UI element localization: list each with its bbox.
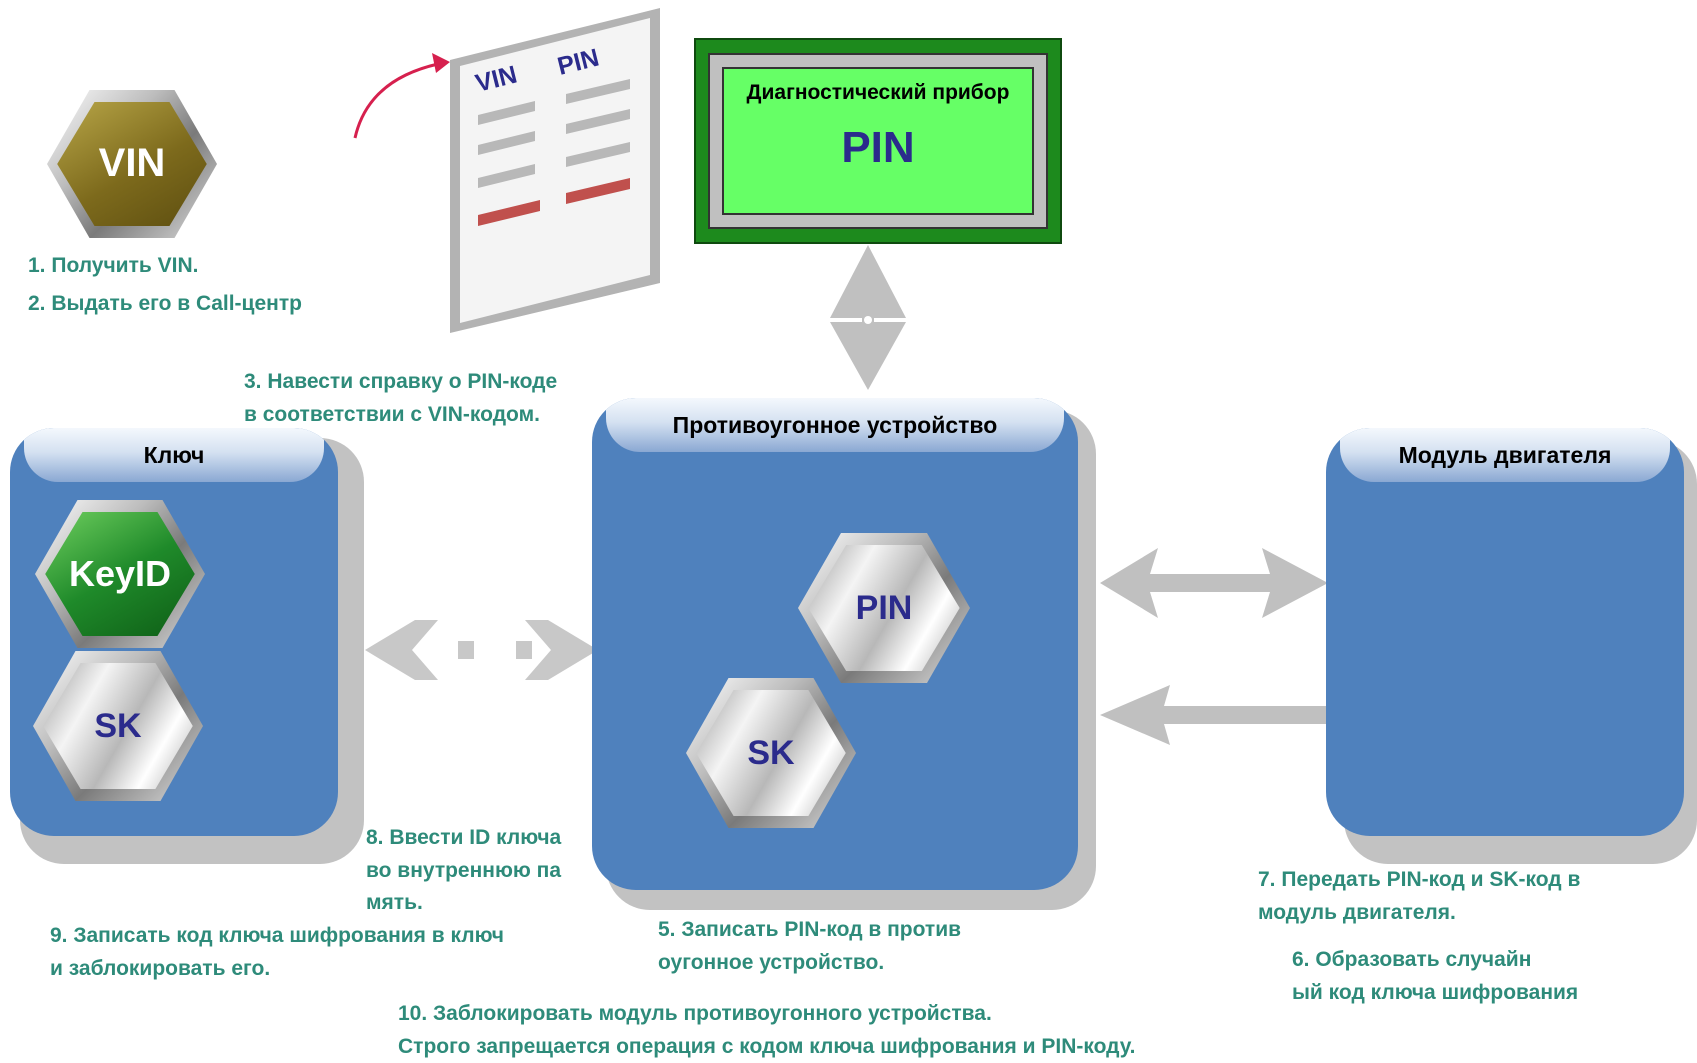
immo-pin-hexagon-label: PIN [808, 545, 960, 671]
device-screen: Диагностический прибор PIN [722, 67, 1034, 215]
immo-pin-hexagon: PIN [798, 533, 970, 683]
key-panel-title: Ключ [24, 428, 324, 482]
step-10-text: 10. Заблокировать модуль противоугонного… [398, 1002, 1136, 1058]
device-frame: Диагностический прибор PIN [708, 53, 1048, 229]
dashed-double-arrow [365, 620, 598, 680]
step-9-text: 9. Записать код ключа шифрования в ключ … [50, 924, 504, 980]
key-sk-hexagon-label: SK [43, 663, 193, 789]
engine-to-immo-arrow [1100, 685, 1328, 745]
step-6-text: 6. Образовать случайн ый код ключа шифро… [1292, 948, 1579, 1004]
red-curved-arrow [353, 62, 439, 139]
keyid-hexagon-label: KeyID [45, 511, 195, 637]
step-3-text: 3. Навести справку о PIN-коде в соответс… [244, 370, 558, 426]
engine-panel-title: Модуль двигателя [1340, 428, 1670, 482]
document-sheet [450, 8, 660, 333]
diagnostic-device: Диагностический прибор PIN [694, 38, 1062, 244]
step-5-text: 5. Записать PIN-код в против оугонное ус… [658, 918, 962, 974]
device-pin-value: PIN [841, 123, 915, 172]
vin-hexagon-label: VIN [57, 101, 207, 227]
device-title: Диагностический прибор [746, 81, 1010, 104]
step-2-text: 2. Выдать его в Call-центр [28, 292, 302, 315]
step-8-text: 8. Ввести ID ключа во внутреннюю па мять… [366, 826, 562, 915]
immo-engine-double-arrow [1100, 548, 1328, 618]
keyid-hexagon: KeyID [35, 500, 205, 648]
arrow-dot [864, 316, 872, 324]
red-arrow-head [432, 53, 450, 73]
step-7-text: 7. Передать PIN-код и SK-код в модуль дв… [1258, 868, 1581, 924]
immo-sk-hexagon-label: SK [696, 690, 846, 816]
immobilizer-panel-title: Противоугонное устройство [606, 398, 1064, 452]
step-1-text: 1. Получить VIN. [28, 254, 199, 277]
engine-panel: Модуль двигателя [1326, 428, 1684, 836]
